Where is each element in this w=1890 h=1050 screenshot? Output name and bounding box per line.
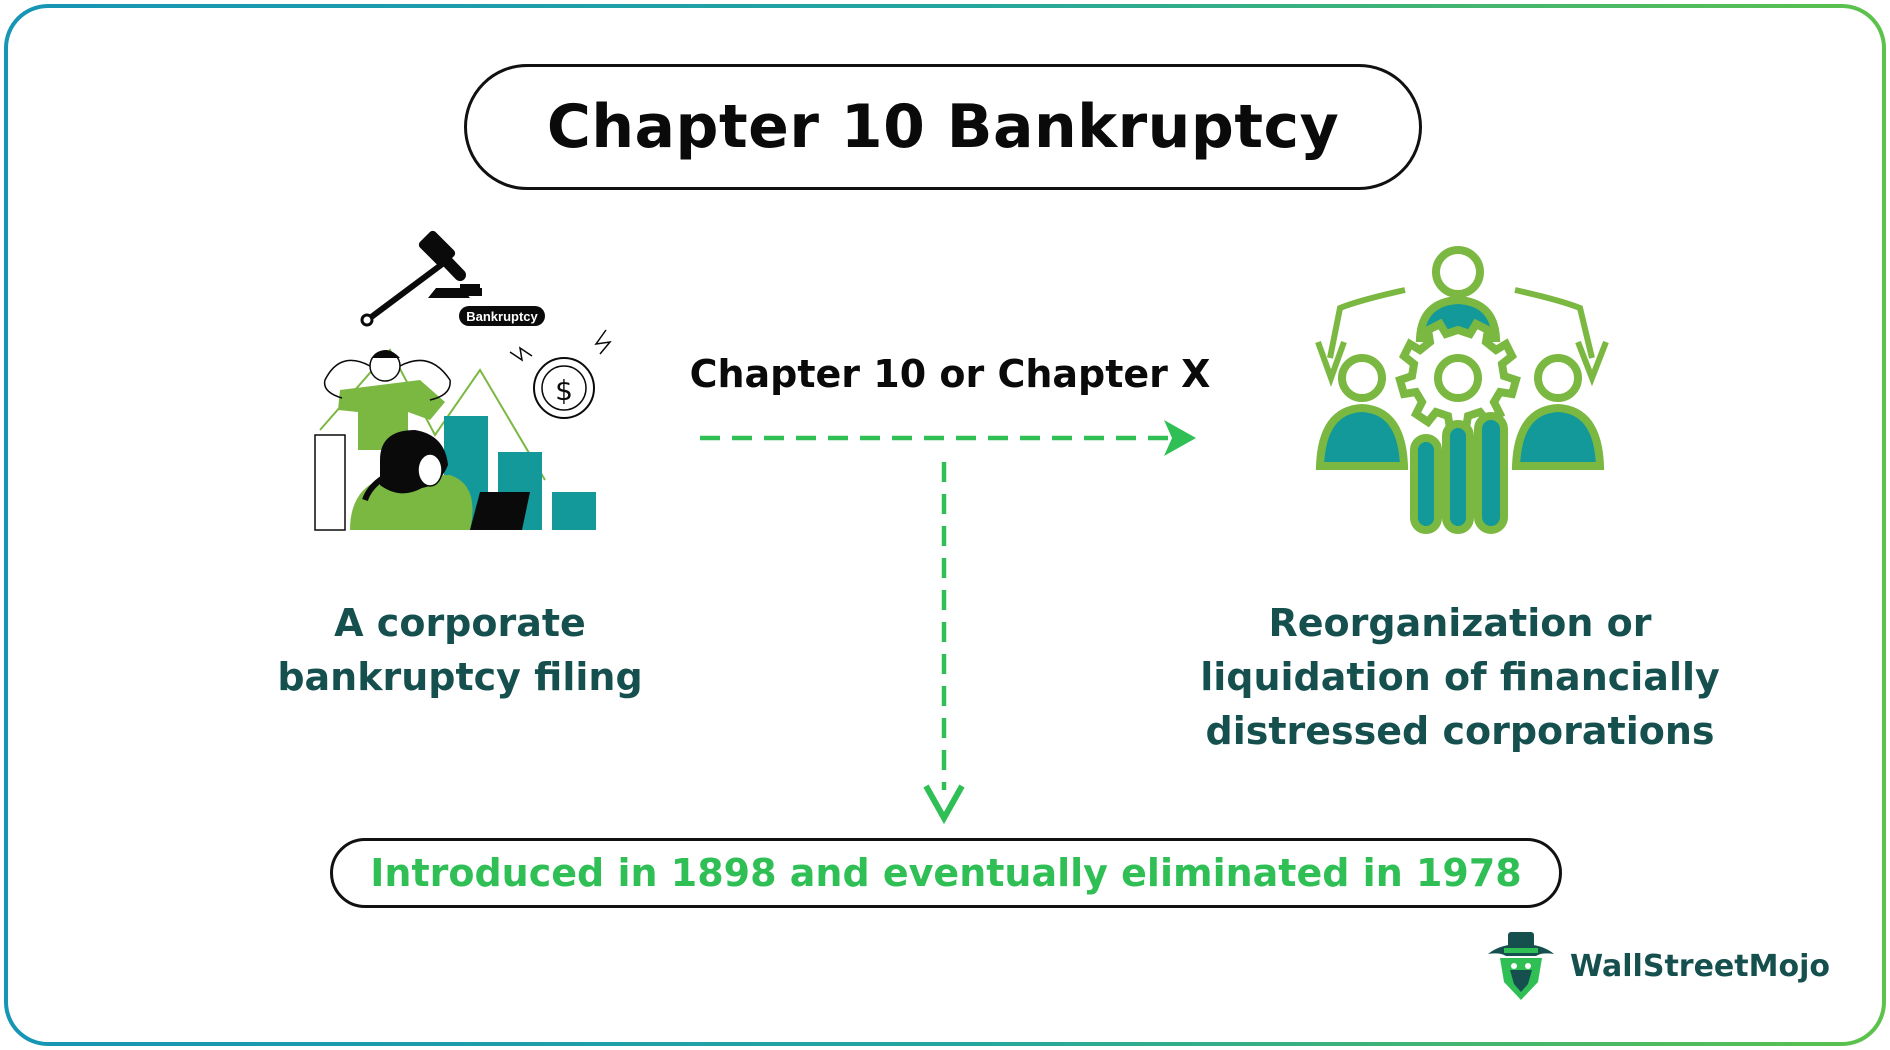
gavel-badge-text: Bankruptcy xyxy=(466,309,538,324)
page-title: Chapter 10 Bankruptcy xyxy=(546,92,1340,162)
right-caption-line: Reorganization or xyxy=(1268,601,1652,645)
right-arrow xyxy=(700,420,1196,456)
arrow-label: Chapter 10 or Chapter X xyxy=(689,352,1211,396)
stressed-person-sitting xyxy=(350,430,530,530)
brand-logo[interactable]: WallStreetMojo xyxy=(1480,930,1830,1002)
timeline-pill: Introduced in 1898 and eventually elimin… xyxy=(330,838,1562,908)
stressed-person-standing xyxy=(314,350,451,531)
gavel-badge xyxy=(459,306,545,326)
logo-text: WallStreetMojo xyxy=(1570,948,1830,984)
svg-text:$: $ xyxy=(555,374,573,407)
left-caption-line: A corporate xyxy=(334,601,586,645)
stressed-people-chart-illustration: Bankruptcy $ xyxy=(314,230,612,531)
gavel-icon xyxy=(360,230,482,327)
dollar-coin-icon: $ xyxy=(509,329,612,419)
title-pill: Chapter 10 Bankruptcy xyxy=(464,64,1422,190)
team-gear-icon xyxy=(1315,246,1609,534)
logo-mascot-icon xyxy=(1488,932,1554,1000)
down-arrow xyxy=(923,462,965,825)
right-caption-line: distressed corporations xyxy=(1205,709,1715,753)
left-caption: A corporate bankruptcy filing xyxy=(230,596,690,704)
timeline-text: Introduced in 1898 and eventually elimin… xyxy=(370,851,1522,895)
chart-bar xyxy=(552,492,596,530)
trend-line xyxy=(319,348,546,481)
right-caption-line: liquidation of financially xyxy=(1200,655,1720,699)
left-caption-line: bankruptcy filing xyxy=(277,655,643,699)
right-caption: Reorganization or liquidation of financi… xyxy=(1170,596,1750,758)
